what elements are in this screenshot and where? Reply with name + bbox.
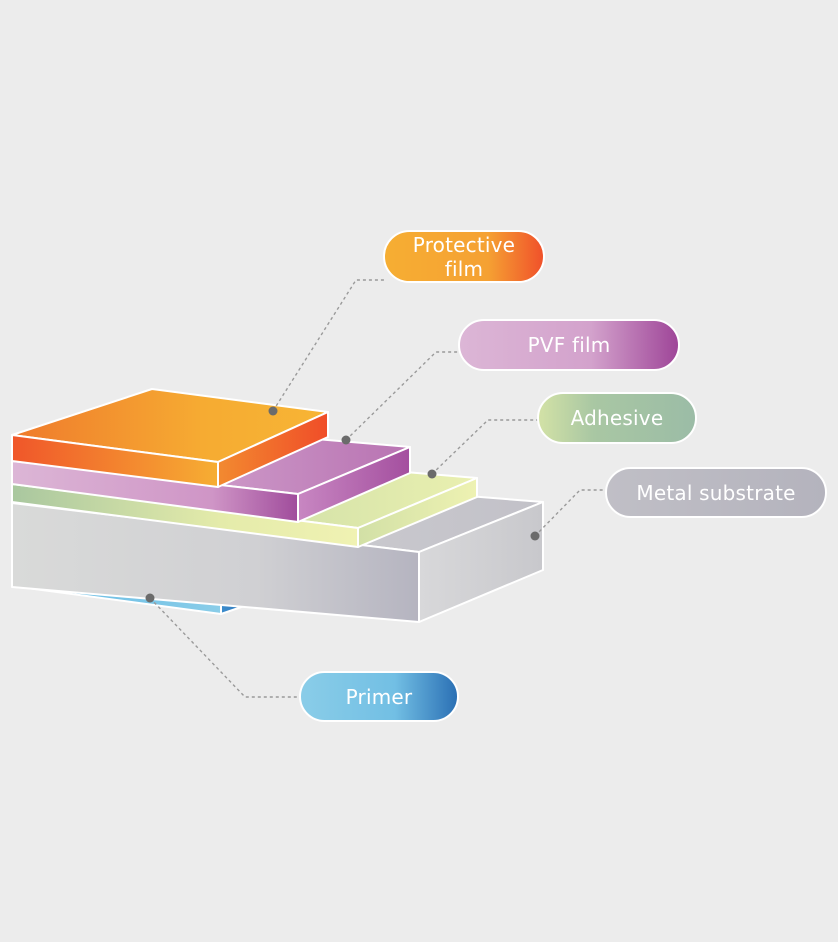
protective-film-layer	[11, 388, 329, 488]
leader-line-primer	[149, 597, 301, 698]
anchor-dot-primer	[145, 593, 155, 603]
label-pills	[299, 230, 827, 722]
leader-lines	[149, 279, 607, 698]
pill-bg-protective	[383, 230, 545, 283]
protective-film-side	[217, 411, 329, 488]
label-protective-film-line-2: film	[444, 256, 484, 281]
anchor-dot-adhesive	[427, 469, 437, 479]
label-primer: Primer	[299, 671, 459, 722]
anchor-dot-protective	[268, 406, 278, 416]
pill-bg-adhesive	[537, 392, 697, 444]
leader-line-pvf	[345, 351, 460, 441]
leader-line-adhesive	[431, 419, 539, 475]
adhesive-layer-side	[357, 477, 478, 548]
anchor-dots	[145, 406, 540, 603]
pill-bg-primer	[299, 671, 459, 722]
label-primer-text: Primer	[345, 684, 413, 709]
label-pvf-film-text: PVF film	[527, 333, 611, 357]
anchor-dot-pvf	[341, 435, 351, 445]
label-protective-film: Protective film	[383, 230, 545, 283]
label-adhesive: Adhesive	[537, 392, 697, 444]
label-adhesive-text: Adhesive	[570, 406, 664, 430]
label-protective-film-line-1: Protective	[412, 232, 516, 257]
label-metal-substrate: Metal substrate	[605, 467, 827, 518]
label-metal-substrate-text: Metal substrate	[636, 480, 796, 505]
metal-substrate-side	[418, 501, 544, 623]
pvf-film-side	[297, 446, 411, 523]
pill-bg-pvf	[458, 319, 680, 371]
anchor-dot-metal	[530, 531, 540, 541]
leader-line-metal	[534, 489, 607, 537]
pill-bg-metal	[605, 467, 827, 518]
leader-line-protective	[272, 279, 385, 412]
label-pvf-film: PVF film	[458, 319, 680, 371]
